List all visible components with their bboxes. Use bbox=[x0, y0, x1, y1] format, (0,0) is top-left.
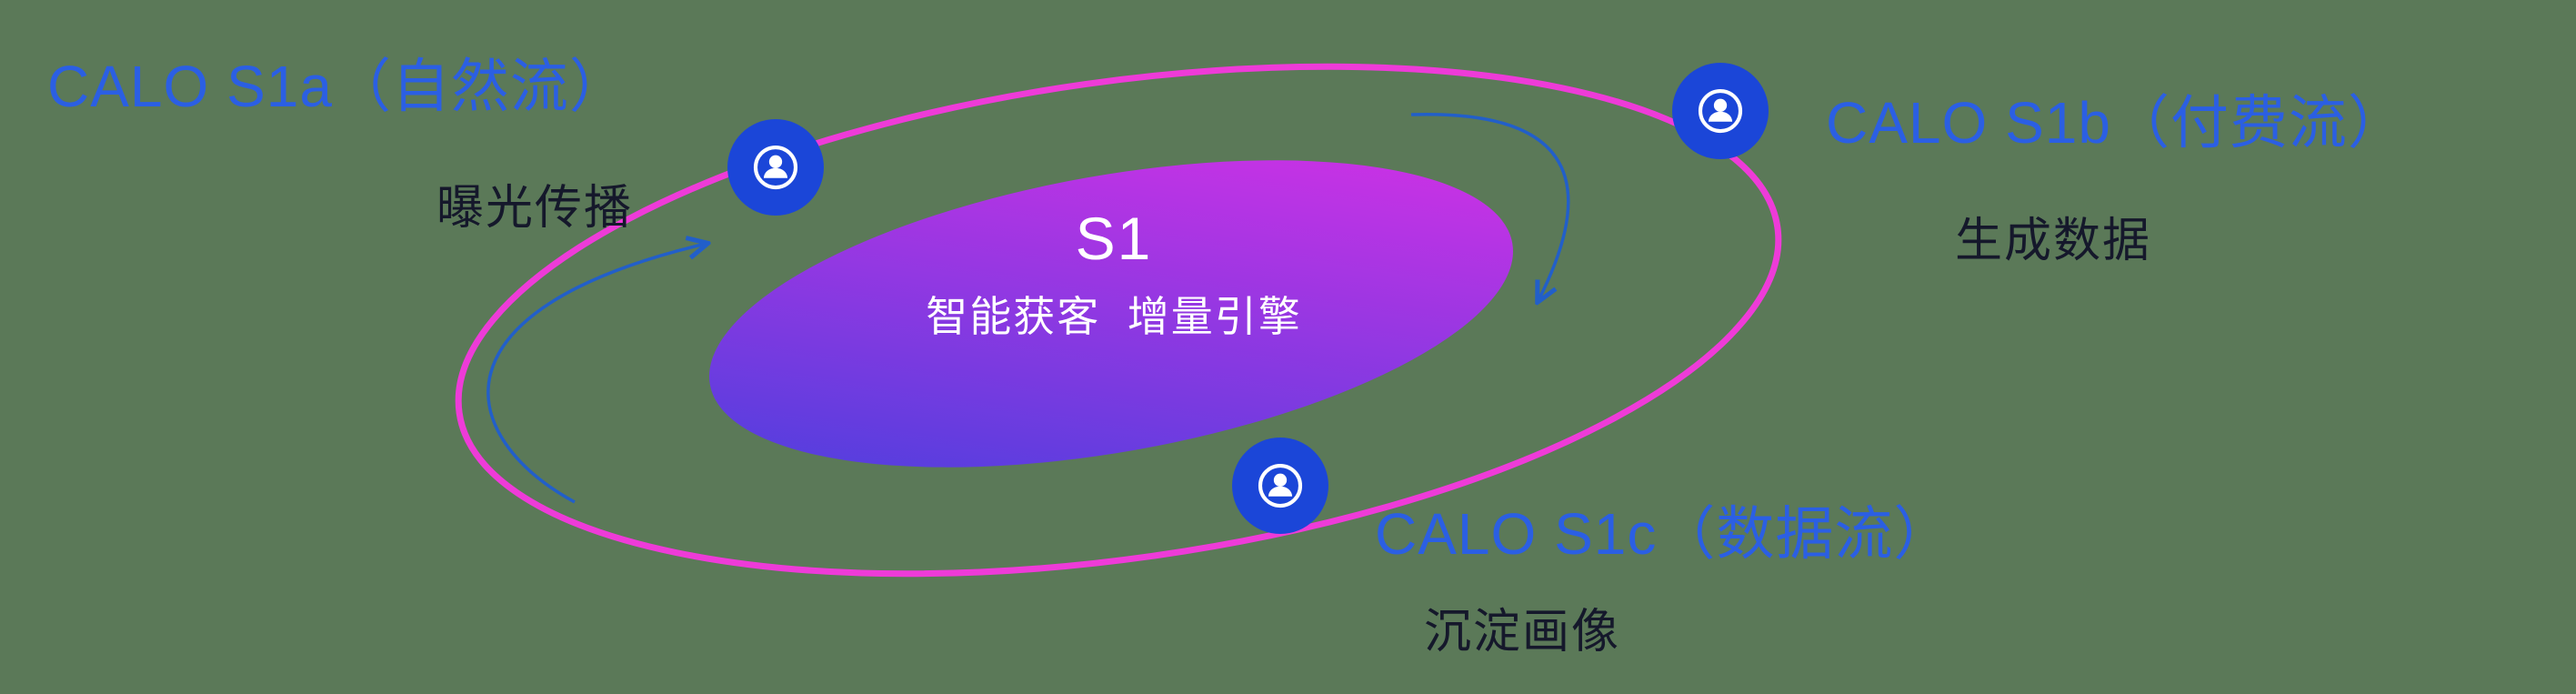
core-subtitle: 智能获客 增量引擎 bbox=[926, 293, 1302, 340]
sublabel-s1c: 沉淀画像 bbox=[1424, 606, 1621, 659]
label-s1c: CALO S1c（数据流） bbox=[1375, 501, 1953, 567]
sublabel-s1a: 曝光传播 bbox=[436, 182, 634, 235]
core-text: S1 智能获客 增量引擎 bbox=[882, 204, 1346, 344]
label-s1a: CALO S1a（自然流） bbox=[47, 54, 628, 119]
label-s1b: CALO S1b（付费流） bbox=[1826, 90, 2407, 156]
node-s1c bbox=[1232, 438, 1328, 534]
flow-arrow-left bbox=[486, 244, 706, 504]
core-title: S1 bbox=[1075, 205, 1153, 272]
person-in-circle-icon bbox=[1258, 463, 1303, 508]
flow-arrow-top-right bbox=[1410, 112, 1570, 300]
node-s1b bbox=[1672, 63, 1769, 159]
sublabel-s1b: 生成数据 bbox=[1955, 215, 2152, 267]
orbit-ring bbox=[455, 63, 1782, 578]
node-s1a bbox=[727, 119, 824, 216]
person-in-circle-icon bbox=[1698, 88, 1743, 134]
person-in-circle-icon bbox=[753, 145, 798, 190]
core-ellipse bbox=[709, 160, 1513, 468]
